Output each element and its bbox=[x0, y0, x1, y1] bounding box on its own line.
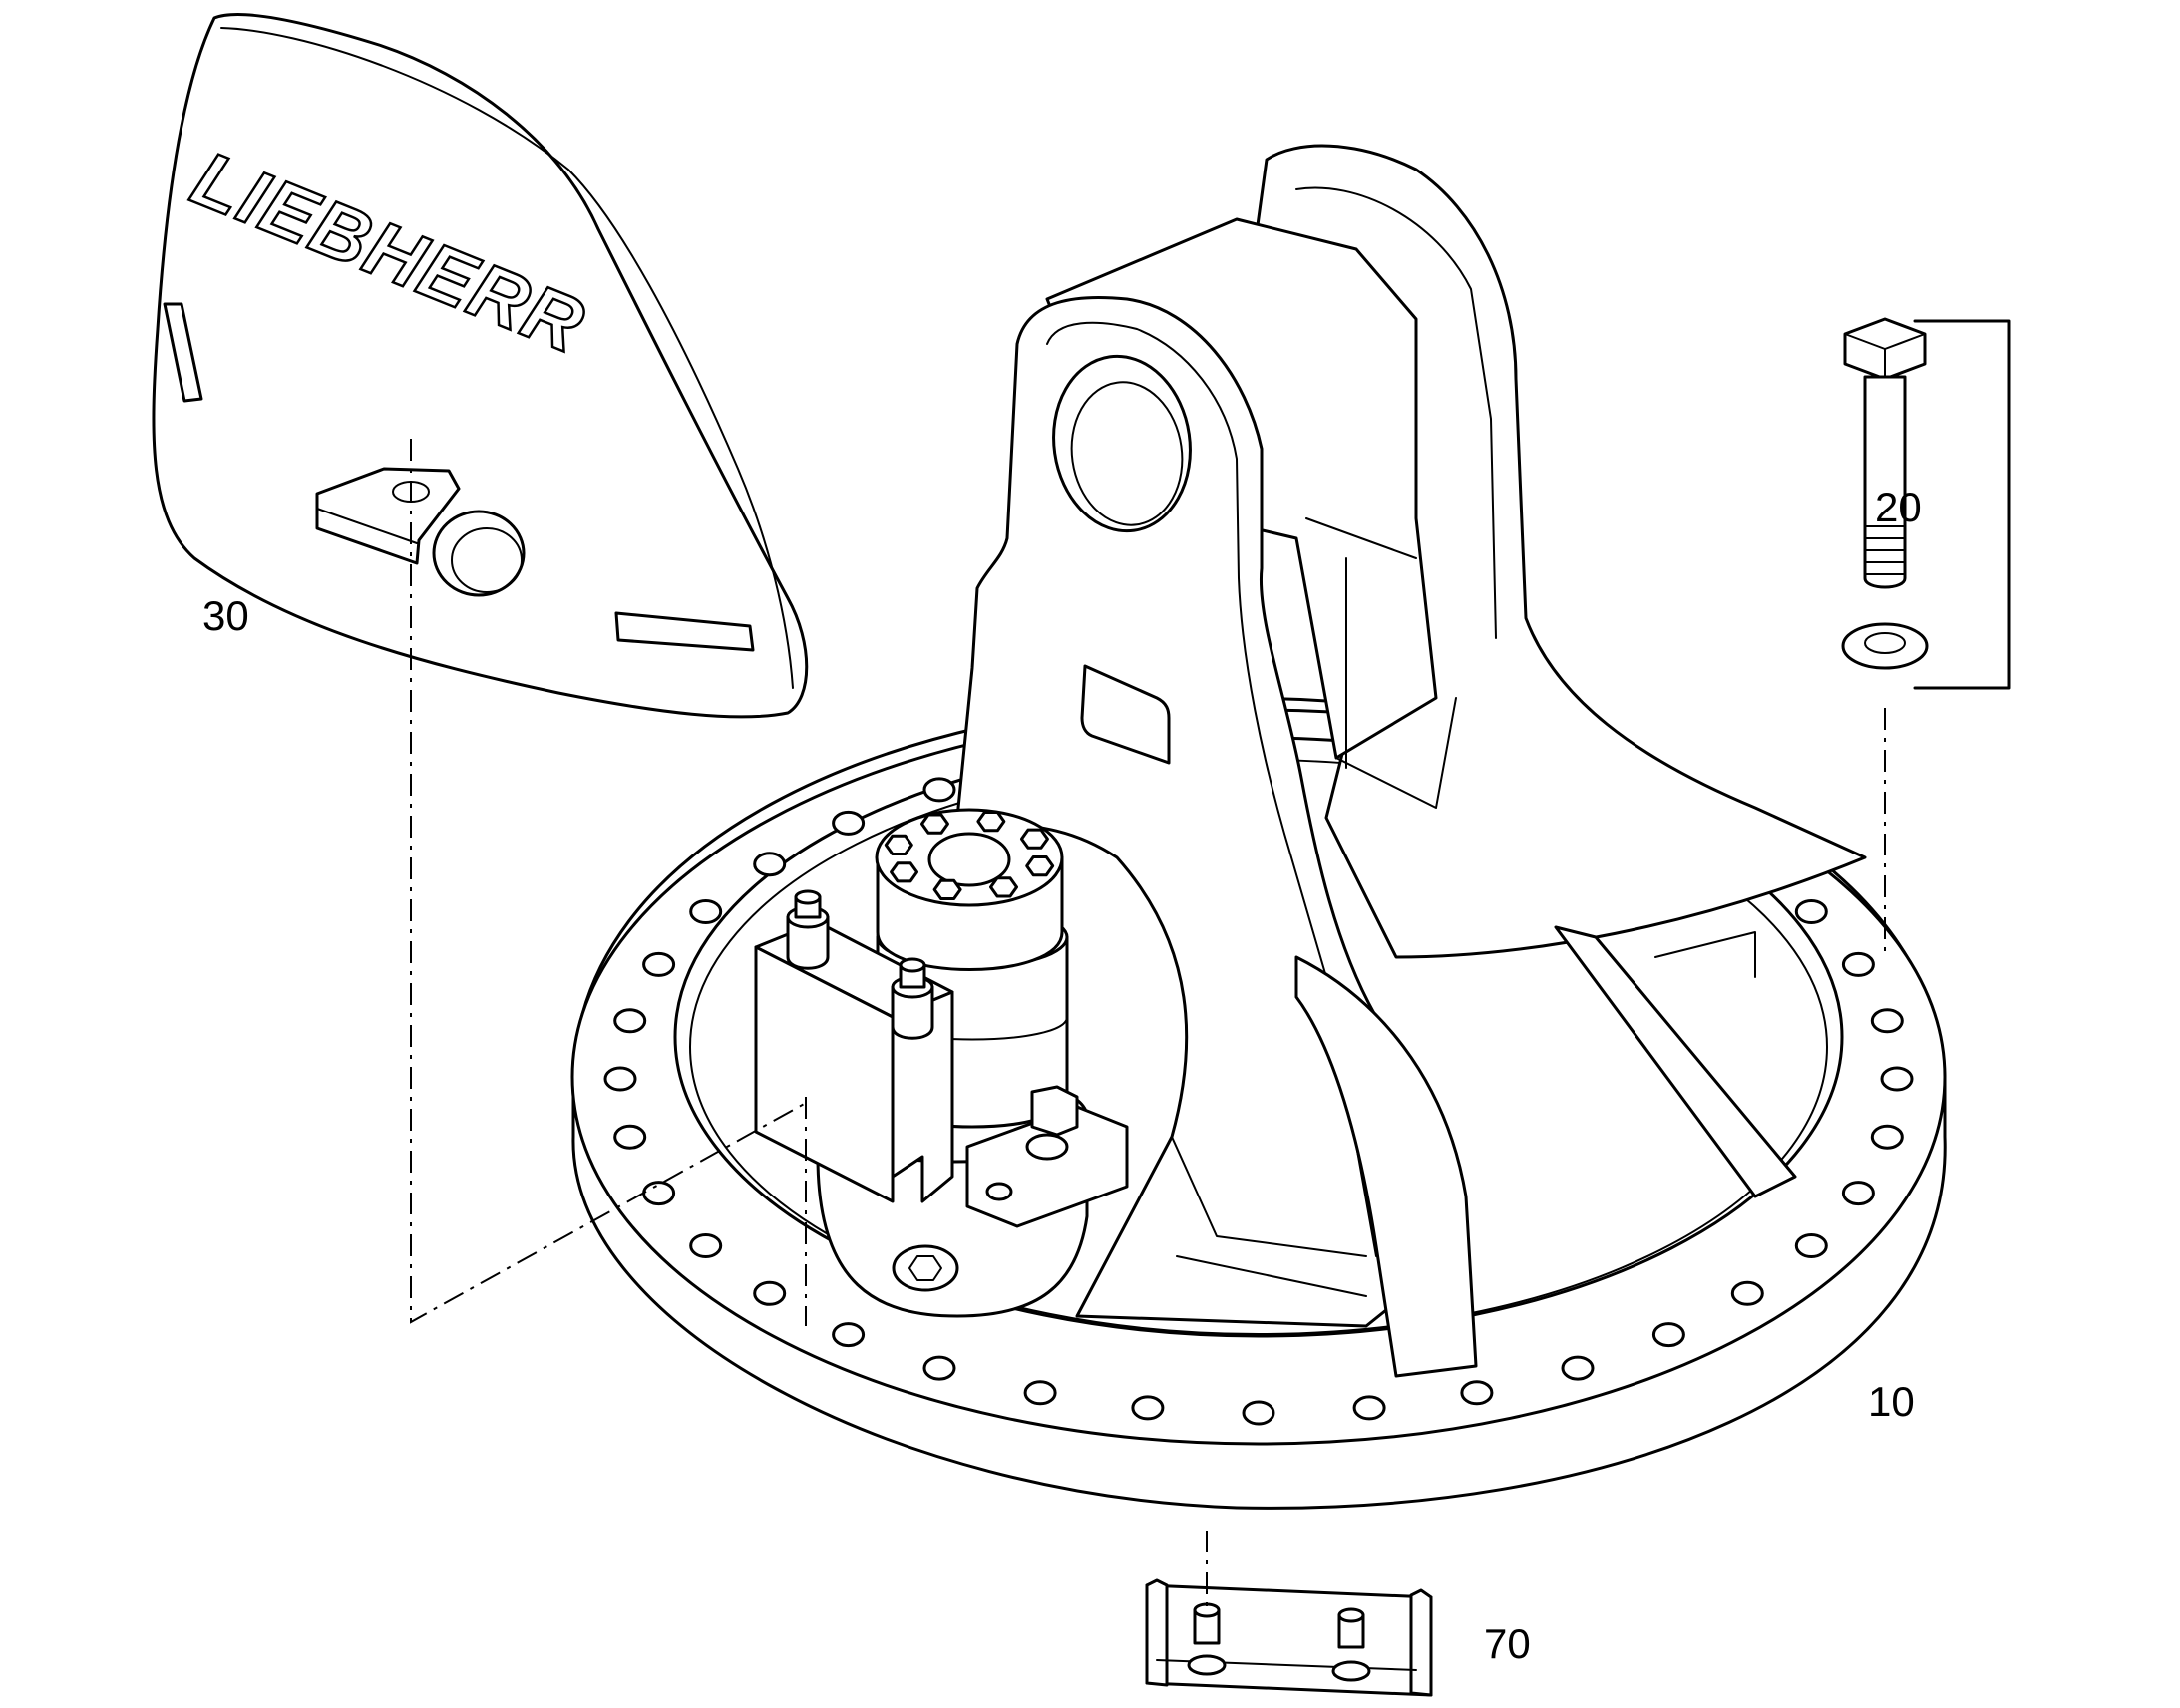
cap-bolt-head bbox=[1019, 828, 1049, 850]
callout-20: 20 bbox=[1875, 484, 1922, 530]
flange-bolt-hole bbox=[1870, 1124, 1904, 1150]
flange-bolt-hole bbox=[1561, 1355, 1595, 1381]
flange-bolt-hole bbox=[1841, 1181, 1875, 1206]
cap-bolt-head bbox=[919, 813, 949, 835]
clevis-bracket bbox=[955, 144, 1867, 1378]
flange-bolt-hole bbox=[613, 1124, 647, 1150]
valve-assembly bbox=[754, 808, 1129, 1318]
flange-bolt-hole bbox=[1352, 1395, 1386, 1421]
flange-bolt-hole bbox=[1841, 951, 1875, 977]
flange-bolt-hole bbox=[832, 1322, 866, 1348]
clamp-clip bbox=[1145, 1578, 1433, 1697]
cap-bolt-head bbox=[932, 878, 962, 900]
cap-bolts bbox=[884, 811, 1055, 900]
callout-70: 70 bbox=[1484, 1620, 1531, 1667]
callout-30: 30 bbox=[202, 592, 249, 639]
cap-bolt-head bbox=[989, 876, 1019, 898]
logo-plate: LIEBHERR bbox=[152, 13, 809, 719]
plate-slot-right bbox=[614, 611, 755, 652]
flange-bolt-hole bbox=[613, 1008, 647, 1034]
flange-bolt-hole bbox=[1242, 1400, 1275, 1426]
flange-bolt-holes bbox=[603, 752, 1914, 1426]
flange-bolt-hole bbox=[689, 1233, 723, 1258]
cap-bolt-head bbox=[884, 834, 913, 855]
flange-bolt-hole bbox=[922, 777, 956, 803]
fitting-left bbox=[786, 889, 830, 970]
flange-bolt-hole bbox=[753, 852, 787, 877]
flange-bolt-hole bbox=[1460, 1380, 1494, 1406]
flange-bolt-hole bbox=[1794, 1233, 1828, 1258]
plate-boss bbox=[315, 467, 461, 565]
lug-label-pad bbox=[1080, 664, 1171, 765]
flange-bolt-hole bbox=[1131, 1395, 1165, 1421]
bolt-and-washer bbox=[1841, 317, 2011, 690]
assembly-lines bbox=[410, 439, 1886, 1607]
flange-bolt-hole bbox=[603, 1066, 637, 1092]
flange-bolt-hole bbox=[922, 1355, 956, 1381]
callout-10: 10 bbox=[1868, 1378, 1915, 1425]
cap-bolt-head bbox=[1025, 855, 1055, 877]
flange-bolt-hole bbox=[1023, 1380, 1057, 1406]
flange-bolt-hole bbox=[689, 899, 723, 924]
cap-bolt-head bbox=[890, 861, 919, 883]
cap-bolt-head bbox=[976, 811, 1006, 833]
fitting-right bbox=[891, 957, 934, 1040]
flange-bolt-hole bbox=[1651, 1322, 1685, 1348]
plate-hole bbox=[432, 510, 526, 597]
flange-bolt-hole bbox=[642, 951, 676, 977]
plate-slot-left bbox=[163, 302, 203, 403]
flange-bolt-hole bbox=[642, 1181, 676, 1206]
flange-bolt-hole bbox=[753, 1280, 787, 1306]
flange-bolt-hole bbox=[832, 810, 866, 836]
flange-bolt-hole bbox=[1870, 1008, 1904, 1034]
flange-bolt-hole bbox=[1880, 1066, 1914, 1092]
flange-bolt-hole bbox=[1794, 899, 1828, 924]
flange-bolt-hole bbox=[1730, 1280, 1764, 1306]
